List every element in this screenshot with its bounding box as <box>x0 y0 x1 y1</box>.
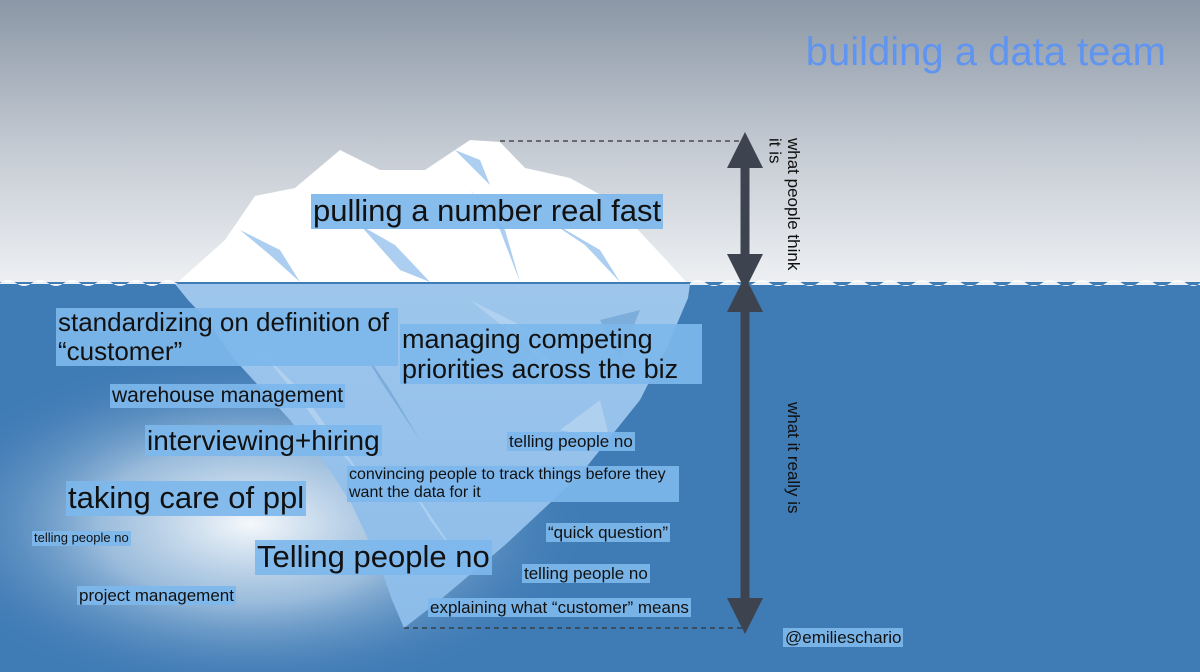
wave-left <box>0 280 178 286</box>
label-telling-no-1: telling people no <box>507 432 635 452</box>
label-quick-question: “quick question” <box>546 523 671 543</box>
label-project-management: project management <box>77 586 236 606</box>
label-convincing: convincing people to track things before… <box>347 466 679 502</box>
label-telling-no-big: Telling people no <box>255 539 492 575</box>
diagram-title: building a data team <box>805 30 1166 74</box>
credit: @emilieschario <box>783 628 904 648</box>
above-water-label: what people think it is <box>765 138 803 271</box>
label-interviewing: interviewing+hiring <box>145 425 382 457</box>
below-water-label: what it really is <box>784 402 803 514</box>
label-telling-no-2: telling people no <box>522 564 650 584</box>
label-taking-care: taking care of ppl <box>66 480 307 516</box>
label-warehouse: warehouse management <box>110 384 346 408</box>
tip-label: pulling a number real fast <box>311 193 664 229</box>
ice-shadows <box>350 310 640 440</box>
label-explaining: explaining what “customer” means <box>428 598 691 618</box>
label-telling-no-small: telling people no <box>32 530 131 546</box>
label-standardizing: standardizing on definition of “customer… <box>56 307 398 367</box>
label-managing-priorities: managing competing priorities across the… <box>400 324 702 385</box>
wave-right <box>690 280 1200 286</box>
